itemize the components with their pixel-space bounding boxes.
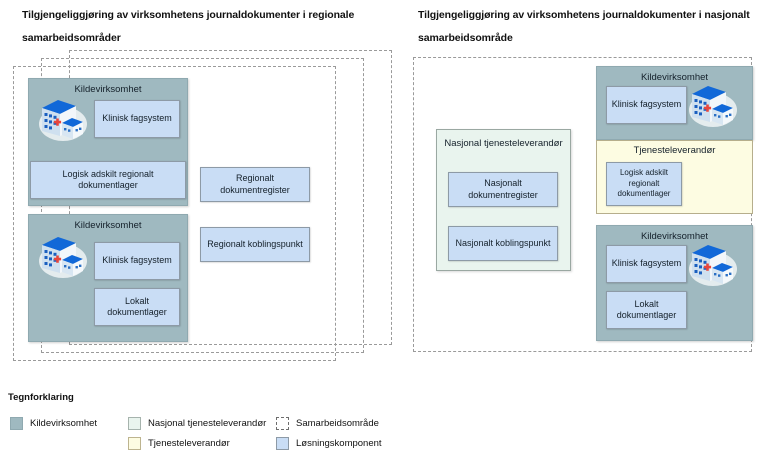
legend-label: Kildevirksomhet xyxy=(30,418,98,429)
component-regionalt-dokumentregister[interactable]: Regionalt dokumentregister xyxy=(200,167,310,202)
component-klinisk-fagsystem-2[interactable]: Klinisk fagsystem xyxy=(94,242,180,280)
page-title-regional: Tilgjengeliggjøring av virksomhetens jou… xyxy=(22,9,355,44)
legend-swatch-losningskomponent xyxy=(276,437,289,450)
org-title: Kildevirksomhet xyxy=(640,72,709,83)
legend-swatch-kildevirksomhet xyxy=(10,417,23,430)
component-logisk-adskilt-regionalt-dokumentlager[interactable]: Logisk adskilt regionalt dokumentlager xyxy=(606,162,682,206)
component-nasjonalt-dokumentregister[interactable]: Nasjonalt dokumentregister xyxy=(448,172,558,207)
legend-label: Samarbeidsområde xyxy=(296,418,379,429)
legend: Tegnforklaring Kildevirksomhet Nasjonal … xyxy=(8,392,760,450)
panel-nasjonal: Tilgjengeliggjøring av virksomhetens jou… xyxy=(400,0,768,380)
legend-item-samarbeidsomrade: Samarbeidsområde xyxy=(276,417,379,430)
legend-label: Løsningskomponent xyxy=(296,438,382,449)
legend-item-kildevirksomhet: Kildevirksomhet xyxy=(10,417,97,430)
legend-label: Tjenesteleverandør xyxy=(148,438,230,449)
legend-item-tjenesteleverandor: Tjenesteleverandør xyxy=(128,437,230,450)
component-regionalt-koblingspunkt[interactable]: Regionalt koblingspunkt xyxy=(200,227,310,262)
panel-regional: Tilgjengeliggjøring av virksomhetens jou… xyxy=(0,0,400,380)
hospital-building-icon xyxy=(39,100,87,141)
legend-item-nasjonal-tjenesteleverandor: Nasjonal tjenesteleverandør xyxy=(128,417,266,430)
legend-heading: Tegnforklaring xyxy=(8,392,74,403)
component-klinisk-fagsystem-1[interactable]: Klinisk fagsystem xyxy=(606,86,687,124)
component-lokalt-dokumentlager-2[interactable]: Lokalt dokumentlager xyxy=(606,291,687,329)
legend-swatch-tjenesteleverandor xyxy=(128,437,141,450)
component-logisk-adskilt-regionalt-dokumentlager[interactable]: Logisk adskilt regionalt dokumentlager xyxy=(30,161,186,199)
hospital-building-icon xyxy=(39,237,87,278)
national-provider-title: Nasjonal tjenesteleverandør xyxy=(444,138,563,149)
collaboration-area-front xyxy=(13,66,336,361)
legend-swatch-nasjonal-tjenesteleverandor xyxy=(128,417,141,430)
org-title: Kildevirksomhet xyxy=(74,84,142,95)
component-lokalt-dokumentlager-1[interactable]: Lokalt dokumentlager xyxy=(94,288,180,326)
legend-swatch-samarbeidsomrade xyxy=(276,417,289,430)
service-provider-title: Tjenesteleverandør xyxy=(633,145,716,156)
hospital-building-icon xyxy=(689,245,737,286)
component-klinisk-fagsystem-2[interactable]: Klinisk fagsystem xyxy=(606,245,687,283)
legend-item-losningskomponent: Løsningskomponent xyxy=(276,437,382,450)
org-title: Kildevirksomhet xyxy=(74,220,142,231)
component-nasjonalt-koblingspunkt[interactable]: Nasjonalt koblingspunkt xyxy=(448,226,558,261)
org-title: Kildevirksomhet xyxy=(640,231,709,242)
page-title-nasjonal: Tilgjengeliggjøring av virksomhetens jou… xyxy=(418,9,750,44)
component-klinisk-fagsystem-1[interactable]: Klinisk fagsystem xyxy=(94,100,180,138)
hospital-building-icon xyxy=(689,86,737,127)
legend-label: Nasjonal tjenesteleverandør xyxy=(148,418,267,429)
